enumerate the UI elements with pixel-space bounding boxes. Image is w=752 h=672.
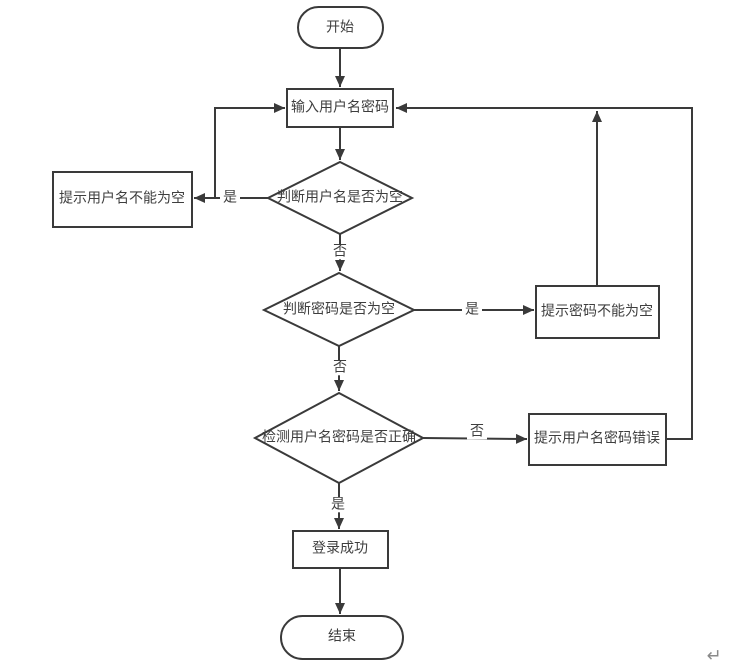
check-password-diamond xyxy=(261,271,417,348)
check-credentials-diamond xyxy=(252,391,426,485)
start-node-label: 开始 xyxy=(326,19,354,36)
edge-username-feedback-to-input xyxy=(214,103,285,198)
edge-label-credentials-no: 否 xyxy=(467,423,487,440)
start-node-shape xyxy=(297,6,384,49)
prompt-password-empty-shape xyxy=(535,285,660,339)
prompt-credentials-error-label: 提示用户名密码错误 xyxy=(534,430,660,447)
prompt-username-empty-shape xyxy=(52,171,193,228)
edge-label-username-yes: 是 xyxy=(220,189,240,206)
check-credentials-label: 检测用户名密码是否正确 xyxy=(262,429,416,446)
login-success-shape xyxy=(292,530,389,569)
check-username-label: 判断用户名是否为空 xyxy=(277,189,403,206)
prompt-credentials-error-shape xyxy=(528,413,667,466)
edge-credentials-error-loop xyxy=(396,103,693,440)
edge-label-username-no: 否 xyxy=(330,243,350,260)
check-username-diamond xyxy=(265,160,415,236)
return-mark: ↵ xyxy=(706,645,722,667)
edge-label-password-yes: 是 xyxy=(462,301,482,318)
edge-label-password-no: 否 xyxy=(330,359,350,376)
end-node-shape xyxy=(280,615,404,660)
prompt-password-empty-label: 提示密码不能为空 xyxy=(541,303,653,320)
login-success-label: 登录成功 xyxy=(312,540,368,557)
edge-label-credentials-yes: 是 xyxy=(328,496,348,513)
input-node-label: 输入用户名密码 xyxy=(291,99,389,116)
input-node-shape xyxy=(286,88,394,128)
prompt-username-empty-label: 提示用户名不能为空 xyxy=(59,190,185,207)
end-node-label: 结束 xyxy=(328,628,356,645)
check-password-label: 判断密码是否为空 xyxy=(283,301,395,318)
